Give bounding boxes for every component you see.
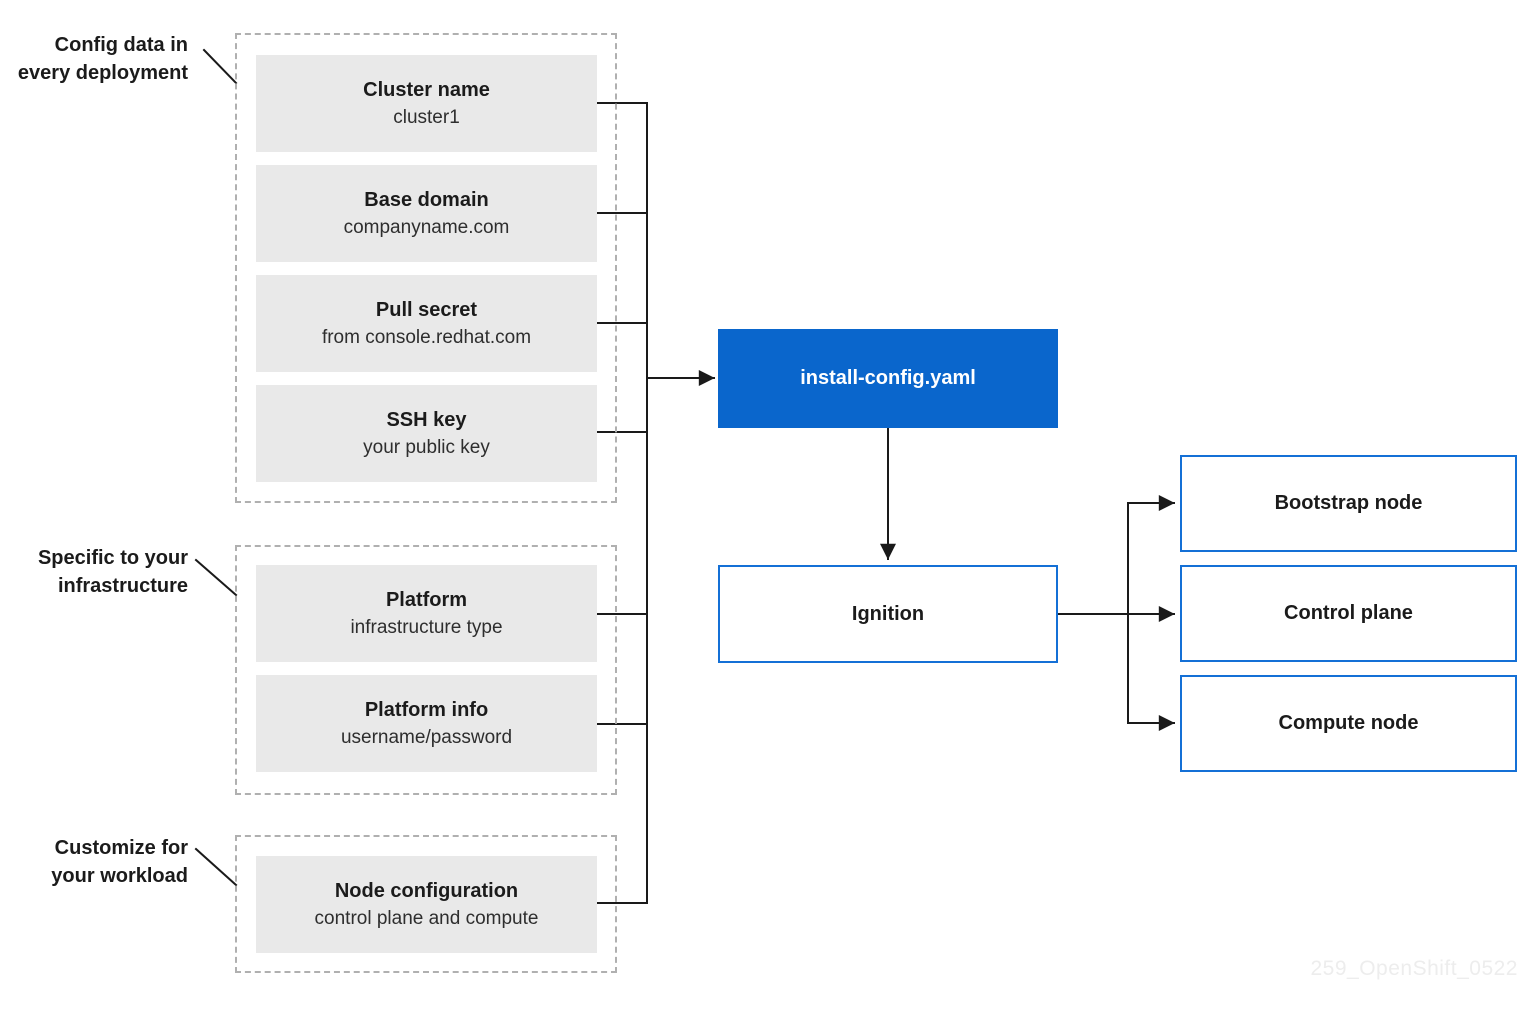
config-item-pull-secret: Pull secret from console.redhat.com <box>256 275 597 372</box>
item-subtitle: infrastructure type <box>350 616 503 638</box>
install-config-yaml-node: install-config.yaml <box>718 329 1058 428</box>
item-title: Node configuration <box>334 879 519 902</box>
config-item-base-domain: Base domain companyname.com <box>256 165 597 262</box>
item-title: Platform <box>385 588 468 611</box>
item-title: Cluster name <box>363 78 490 101</box>
group-workload <box>235 835 617 973</box>
bootstrap-node: Bootstrap node <box>1180 455 1517 552</box>
group-infrastructure <box>235 545 617 795</box>
compute-node: Compute node <box>1180 675 1517 772</box>
item-subtitle: from console.redhat.com <box>321 326 532 348</box>
annotation-pointer-lines <box>194 48 238 887</box>
item-subtitle: username/password <box>340 726 513 748</box>
item-title: Pull secret <box>375 298 478 321</box>
item-title: Platform info <box>364 698 489 721</box>
ignition-node: Ignition <box>718 565 1058 663</box>
group-config-data <box>235 33 617 503</box>
watermark-label: 259_OpenShift_0522 <box>1310 957 1518 980</box>
item-subtitle: cluster1 <box>393 106 460 128</box>
annotation-workload: Customize for your workload <box>51 837 188 887</box>
infra-item-platform-info: Platform info username/password <box>256 675 597 772</box>
annotation-config-data: Config data in every deployment <box>17 34 188 84</box>
config-item-ssh-key: SSH key your public key <box>256 385 597 482</box>
item-title: SSH key <box>386 408 467 431</box>
infra-item-platform: Platform infrastructure type <box>256 565 597 662</box>
annotation-infrastructure: Specific to your infrastructure <box>37 547 188 597</box>
control-plane-node: Control plane <box>1180 565 1517 662</box>
item-title: Base domain <box>364 188 489 211</box>
target-branch-lines <box>1057 495 1175 731</box>
config-item-cluster-name: Cluster name cluster1 <box>256 55 597 152</box>
item-subtitle: companyname.com <box>343 216 510 238</box>
input-merge-lines <box>596 102 648 904</box>
item-subtitle: your public key <box>363 436 490 458</box>
workload-item-node-configuration: Node configuration control plane and com… <box>256 856 597 953</box>
item-subtitle: control plane and compute <box>314 907 539 929</box>
